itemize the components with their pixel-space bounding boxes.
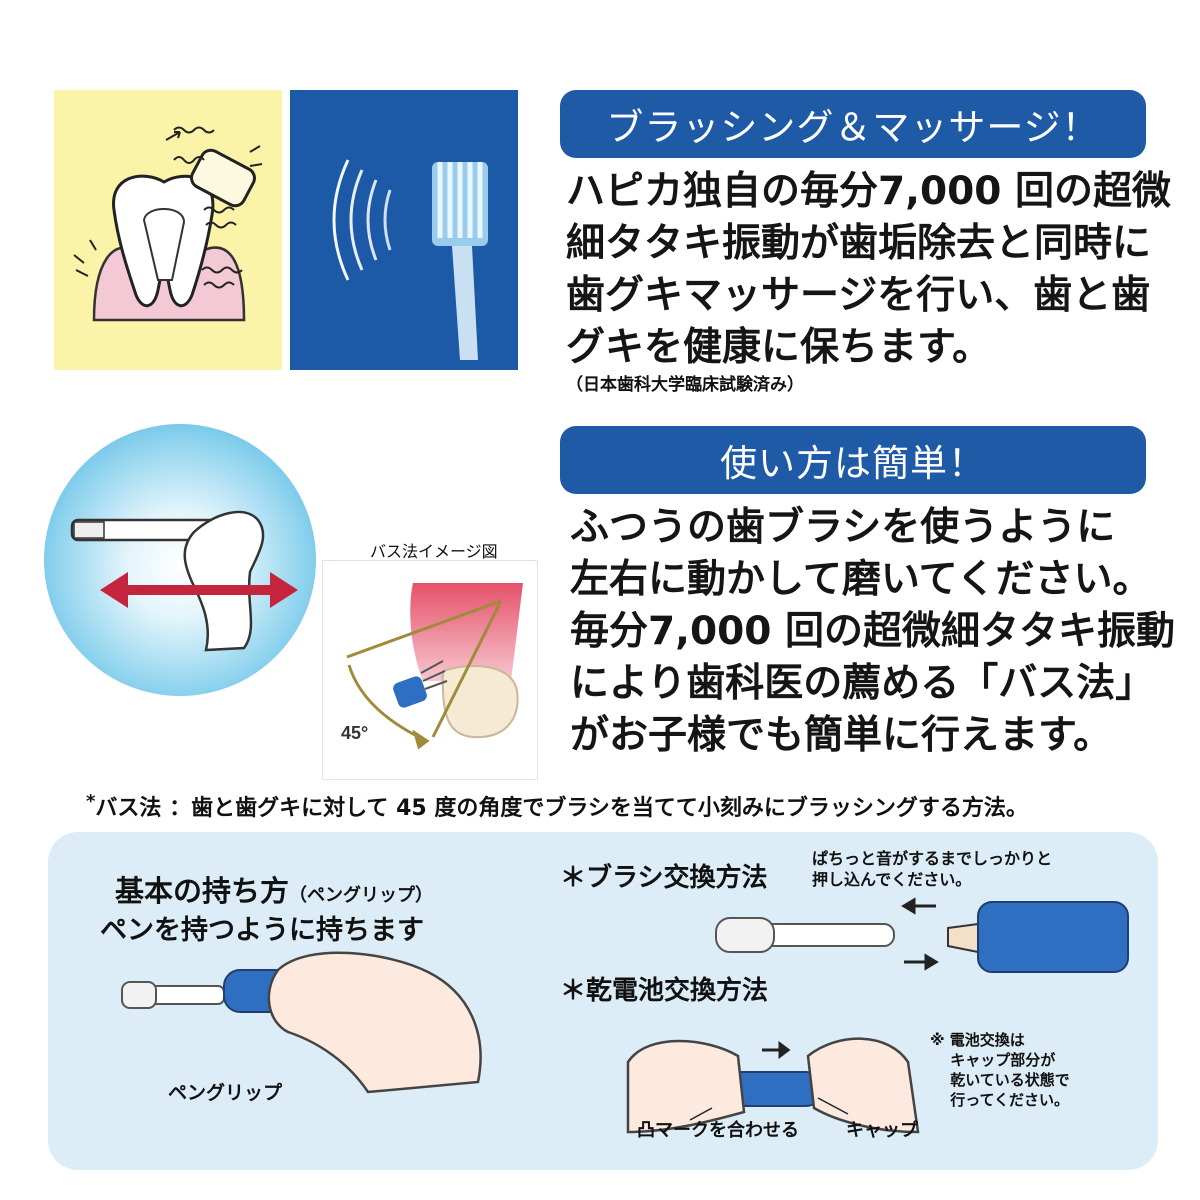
brushing-line: グキを健康に保ちます。	[566, 325, 992, 370]
basic-grip-title: 基本の持ち方（ペングリップ）	[115, 868, 433, 910]
brushing-line: 歯グキマッサージを行い、歯と歯	[566, 273, 1151, 318]
bass-method-diagram: 45°	[322, 560, 538, 780]
pen-grip-illustration	[121, 951, 482, 1094]
easy-line: がお子様でも簡単に行えます。	[570, 713, 1113, 758]
easy-use-banner: 使い方は簡単！	[560, 426, 1146, 494]
battery-change-title: ＊乾電池交換方法	[560, 976, 769, 1006]
grip-title-main: 基本の持ち方	[115, 874, 290, 908]
battery-change-note: ※ 電池交換は キャップ部分が 乾いている状態で 行ってください。	[930, 1030, 1070, 1110]
tooth-vibration-illustration	[54, 90, 282, 370]
instruction-panel	[48, 832, 1158, 1170]
align-mark-label: 凸マークを合わせる	[637, 1120, 799, 1141]
cap-label: キャップ	[846, 1120, 918, 1141]
usage-illustration	[44, 424, 316, 696]
hand-shape	[806, 1037, 920, 1134]
toothbrush-neck	[452, 246, 478, 360]
grip-description: ペンを持つように持ちます	[100, 915, 424, 946]
footnote-text: バス法 ：歯と歯グキに対して 45 度の角度でブラシを当てて小刻みにブラッシング…	[95, 796, 1028, 821]
brushing-banner: ブラッシング＆マッサージ！	[560, 90, 1146, 158]
easy-use-description: ふつうの歯ブラシを使うように 左右に動かして磨いてください。 毎分7,000 回…	[570, 502, 1175, 762]
hand-shape	[626, 1039, 746, 1134]
angle-lines	[346, 599, 503, 750]
brushing-line: 細タタキ振動が歯垢除去と同時に	[566, 221, 1152, 266]
easy-line: ふつうの歯ブラシを使うように	[570, 505, 1116, 550]
grip-title-sub: （ペングリップ）	[289, 885, 434, 906]
hand-shape	[267, 951, 482, 1094]
battery-note-line: キャップ部分が	[930, 1051, 1056, 1069]
pen-grip-label: ペングリップ	[168, 1082, 283, 1104]
toothbrush-head	[432, 162, 488, 246]
brushing-line: ハピカ独自の毎分7,000 回の超微	[566, 169, 1171, 214]
easy-line: 毎分7,000 回の超微細タタキ振動	[570, 609, 1175, 654]
brush-change-illustration	[715, 897, 1129, 973]
toothbrush-handle	[977, 901, 1129, 973]
battery-change-illustration	[626, 1037, 920, 1134]
brush-note-line: ぱちっと音がするまでしっかりと	[812, 849, 1053, 868]
brushing-description: ハピカ独自の毎分7,000 回の超微 細タタキ振動が歯垢除去と同時に 歯グキマッ…	[566, 166, 1171, 374]
brush-head	[393, 660, 448, 708]
angle-label: 45°	[341, 723, 368, 743]
vibrating-toothbrush-illustration	[290, 90, 518, 370]
bass-image-caption: バス法イメージ図	[370, 542, 498, 561]
arrow-left-icon	[901, 897, 936, 915]
easy-line: により歯科医の薦める「バス法」	[570, 661, 1155, 706]
footnote-star: *	[86, 791, 96, 812]
battery-note-line: 行ってください。	[930, 1091, 1070, 1109]
brush-note-line: 押し込んでください。	[812, 870, 972, 889]
double-arrow-icon	[100, 572, 298, 608]
battery-note-line: 乾いている状態で	[930, 1071, 1070, 1089]
brush-change-title: ＊ブラシ交換方法	[560, 863, 768, 893]
bass-method-footnote: *バス法 ：歯と歯グキに対して 45 度の角度でブラシを当てて小刻みにブラッシン…	[86, 790, 1028, 822]
battery-note-line: ※ 電池交換は	[930, 1031, 1025, 1049]
tooth-shape	[441, 664, 519, 739]
hand-shape	[183, 510, 265, 652]
arrow-right-icon	[904, 953, 939, 971]
clinical-test-note: （日本歯科大学臨床試験済み）	[566, 375, 804, 395]
gum-shape	[410, 583, 523, 681]
arrow-right-icon	[762, 1041, 791, 1059]
easy-line: 左右に動かして磨いてください。	[570, 557, 1152, 602]
brush-change-note: ぱちっと音がするまでしっかりと 押し込んでください。	[812, 848, 1052, 890]
handle-tip	[947, 922, 979, 954]
